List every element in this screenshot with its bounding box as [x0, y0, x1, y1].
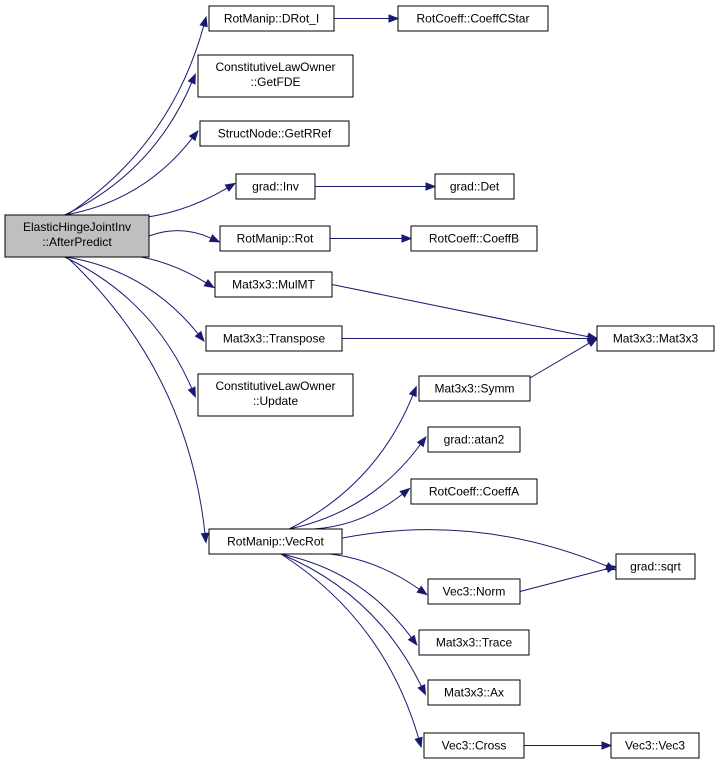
edge-root-to-rot	[148, 230, 221, 243]
node-box	[615, 553, 696, 580]
node-drot_i[interactable]: RotManip::DRot_I	[208, 5, 335, 32]
node-label: grad::sqrt	[630, 560, 681, 574]
node-box	[197, 54, 354, 98]
edge-vecrot-to-trace	[280, 553, 418, 646]
node-box	[208, 528, 343, 555]
node-label: RotManip::VecRot	[227, 535, 324, 549]
edge-drot_i-to-coeffcstar	[334, 14, 400, 23]
node-label: ::Update	[253, 394, 299, 408]
node-label: grad::Inv	[252, 180, 299, 194]
node-box	[219, 225, 331, 252]
node-getfde[interactable]: ConstitutiveLawOwner::GetFDE	[197, 54, 354, 98]
node-label: RotCoeff::CoeffA	[429, 485, 519, 499]
node-label: grad::atan2	[444, 433, 505, 447]
node-label: Mat3x3::Ax	[444, 686, 504, 700]
node-norm[interactable]: Vec3::Norm	[427, 578, 521, 605]
node-box	[427, 578, 521, 605]
node-inv[interactable]: grad::Inv	[235, 173, 316, 200]
node-box	[199, 120, 350, 147]
node-box	[410, 225, 538, 252]
node-box	[596, 325, 715, 352]
node-sqrt[interactable]: grad::sqrt	[615, 553, 696, 580]
edge-vecrot-to-coeffa	[288, 487, 411, 530]
node-cross[interactable]: Vec3::Cross	[423, 732, 525, 759]
node-label: RotCoeff::CoeffB	[429, 232, 519, 246]
edge-vecrot-to-ax	[280, 553, 427, 696]
edge-rot-to-coeffb	[330, 234, 413, 243]
node-box	[208, 5, 335, 32]
node-vecrot[interactable]: RotManip::VecRot	[208, 528, 343, 555]
node-box	[610, 732, 700, 759]
edge-root-to-transpose	[66, 256, 205, 343]
edge-cross-to-vec3	[524, 741, 613, 750]
node-det[interactable]: grad::Det	[434, 173, 515, 200]
node-rot[interactable]: RotManip::Rot	[219, 225, 331, 252]
node-box	[423, 732, 525, 759]
node-coeffcstar[interactable]: RotCoeff::CoeffCStar	[397, 5, 549, 32]
node-mulmt[interactable]: Mat3x3::MulMT	[214, 271, 333, 298]
edge-inv-to-det	[315, 182, 437, 191]
node-label: ConstitutiveLawOwner	[215, 60, 335, 74]
node-root: ElasticHingeJointInv::AfterPredict	[4, 214, 150, 258]
node-label: RotCoeff::CoeffCStar	[417, 12, 530, 26]
node-label: Mat3x3::MulMT	[232, 278, 315, 292]
node-box	[205, 325, 343, 352]
edge-vecrot-to-atan2	[288, 436, 427, 530]
node-box	[427, 679, 521, 706]
node-label: Mat3x3::Mat3x3	[613, 332, 699, 346]
node-trace[interactable]: Mat3x3::Trace	[418, 629, 530, 656]
edge-vecrot-to-norm	[280, 552, 428, 596]
node-label: Vec3::Vec3	[625, 739, 685, 753]
node-vec3[interactable]: Vec3::Vec3	[610, 732, 700, 759]
node-label: Mat3x3::Symm	[434, 382, 514, 396]
node-getrref[interactable]: StructNode::GetRRef	[199, 120, 350, 147]
edge-norm-to-sqrt	[519, 564, 618, 592]
node-box	[410, 478, 538, 505]
node-coeffa[interactable]: RotCoeff::CoeffA	[410, 478, 538, 505]
edge-root-to-update	[64, 256, 196, 399]
node-label: Mat3x3::Transpose	[223, 332, 326, 346]
node-mat3x3[interactable]: Mat3x3::Mat3x3	[596, 325, 715, 352]
edge-root-to-inv	[72, 182, 237, 220]
node-box	[418, 629, 530, 656]
node-label: StructNode::GetRRef	[218, 127, 332, 141]
node-box	[418, 375, 531, 402]
node-box	[214, 271, 333, 298]
node-update[interactable]: ConstitutiveLawOwner::Update	[197, 373, 354, 417]
node-coeffb[interactable]: RotCoeff::CoeffB	[410, 225, 538, 252]
node-atan2[interactable]: grad::atan2	[427, 426, 521, 453]
node-label: ConstitutiveLawOwner	[215, 379, 335, 393]
node-label: Mat3x3::Trace	[436, 636, 513, 650]
edge-root-to-vecrot	[66, 256, 210, 544]
node-label: ElasticHingeJointInv	[23, 220, 131, 234]
edge-root-to-getrref	[64, 129, 199, 216]
node-box	[197, 373, 354, 417]
node-label: ::GetFDE	[250, 75, 300, 89]
node-box	[427, 426, 521, 453]
edge-root-to-drot_i	[66, 15, 208, 216]
edge-mulmt-to-mat3x3	[331, 284, 599, 341]
node-box	[434, 173, 515, 200]
edge-root-to-getfde	[64, 72, 196, 216]
edge-symm-to-mat3x3	[529, 337, 599, 379]
node-label: RotManip::Rot	[237, 232, 314, 246]
edge-vecrot-to-cross	[280, 553, 423, 749]
edge-transpose-to-mat3x3	[342, 334, 599, 343]
node-box	[397, 5, 549, 32]
node-ax[interactable]: Mat3x3::Ax	[427, 679, 521, 706]
edge-vecrot-to-symm	[288, 385, 417, 530]
node-box	[235, 173, 316, 200]
node-transpose[interactable]: Mat3x3::Transpose	[205, 325, 343, 352]
node-box	[4, 214, 150, 258]
node-symm[interactable]: Mat3x3::Symm	[418, 375, 531, 402]
node-label: Vec3::Cross	[442, 739, 507, 753]
node-label: Vec3::Norm	[443, 585, 506, 599]
node-label: ::AfterPredict	[42, 235, 112, 249]
node-label: grad::Det	[450, 180, 500, 194]
node-label: RotManip::DRot_I	[224, 12, 319, 26]
